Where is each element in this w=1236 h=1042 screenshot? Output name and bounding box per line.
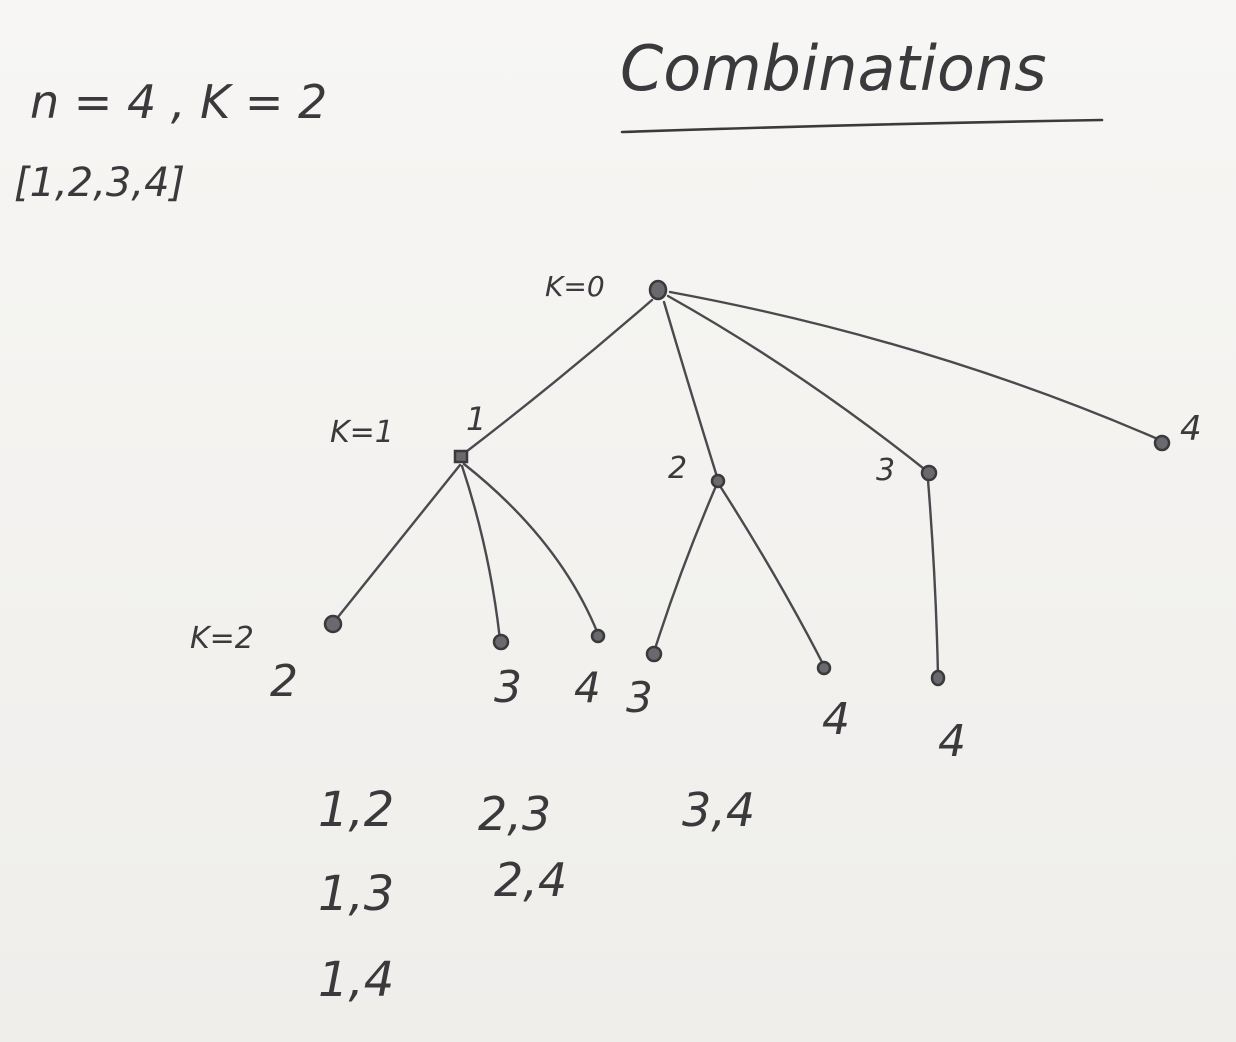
tree-node-1-4 xyxy=(590,628,606,644)
node-label-3-4: 4 xyxy=(938,716,966,767)
level-label-k0: K=0 xyxy=(545,270,605,303)
node-label-2-4: 4 xyxy=(822,694,850,745)
edge-root-2 xyxy=(662,300,720,482)
level-label-k2: K=2 xyxy=(190,621,254,656)
edge-1-4 xyxy=(462,462,600,636)
result-2-3: 2,3 xyxy=(478,787,551,841)
result-2-4: 2,4 xyxy=(494,853,567,907)
node-label-2-3: 3 xyxy=(626,673,653,722)
edge-2-4 xyxy=(718,484,826,668)
tree-node-2 xyxy=(710,473,726,489)
tree-node-4 xyxy=(1153,434,1171,452)
root-node xyxy=(648,279,668,301)
node-label-4: 4 xyxy=(1180,409,1202,449)
edge-root-1 xyxy=(460,298,654,457)
tree-node-1 xyxy=(453,449,469,464)
edge-1-3 xyxy=(460,464,502,642)
combination-results: 1,2 1,3 1,4 2,3 2,4 3,4 xyxy=(318,782,755,1008)
result-3-4: 3,4 xyxy=(682,783,755,837)
tree-node-3 xyxy=(920,464,938,482)
page-title: Combinations xyxy=(620,32,1047,105)
edge-root-4 xyxy=(668,290,1162,442)
tree-nodes xyxy=(323,279,1171,687)
tree-node-1-2 xyxy=(323,614,343,634)
tree-node-2-3 xyxy=(645,645,663,663)
input-array: [1,2,3,4] xyxy=(14,160,185,206)
tree-node-1-3 xyxy=(492,633,510,651)
result-1-2: 1,2 xyxy=(318,782,394,838)
edge-1-2 xyxy=(332,463,462,624)
node-label-1-2: 2 xyxy=(270,656,298,707)
edge-root-3 xyxy=(666,294,930,474)
tree-edges xyxy=(332,290,1162,678)
level-label-k1: K=1 xyxy=(330,415,394,450)
problem-parameters: n = 4 , K = 2 xyxy=(30,75,327,129)
node-label-3: 3 xyxy=(876,453,895,488)
edge-3-4 xyxy=(926,478,940,678)
edge-2-3 xyxy=(652,484,718,654)
node-label-1: 1 xyxy=(466,400,486,438)
result-1-3: 1,3 xyxy=(318,866,394,922)
tree-node-3-4 xyxy=(930,669,946,687)
node-label-1-3: 3 xyxy=(494,662,522,713)
result-1-4: 1,4 xyxy=(318,952,394,1008)
node-label-2: 2 xyxy=(668,451,687,486)
tree-node-2-4 xyxy=(816,660,832,676)
title-underline xyxy=(620,118,1104,134)
node-label-1-4: 4 xyxy=(574,663,601,712)
